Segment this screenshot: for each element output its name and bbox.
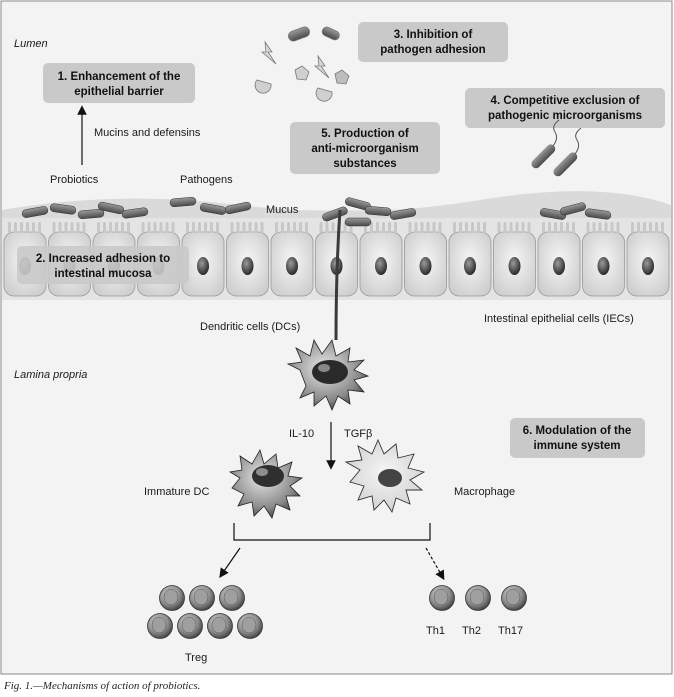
- epithelial-cell: [226, 222, 269, 297]
- box-inhibition-pathogen: 3. Inhibition of pathogen adhesion: [358, 22, 508, 62]
- th1-label: Th1: [426, 625, 445, 637]
- macrophage-label: Macrophage: [454, 486, 515, 498]
- svg-text:5. Production of: 5. Production of: [321, 128, 409, 140]
- t-cell: [177, 613, 203, 639]
- svg-text:pathogen adhesion: pathogen adhesion: [380, 44, 485, 56]
- epithelial-cell: [270, 222, 314, 297]
- bacterium: [97, 201, 125, 215]
- th17-label: Th17: [498, 625, 523, 637]
- il10-label: IL-10: [289, 428, 314, 440]
- svg-text:epithelial barrier: epithelial barrier: [74, 86, 164, 98]
- epithelial-cell: [493, 222, 536, 297]
- svg-text:intestinal mucosa: intestinal mucosa: [54, 268, 152, 280]
- t-cell: [147, 613, 173, 639]
- tgfb-label: TGFβ: [344, 428, 372, 440]
- lamina-propria-label: Lamina propria: [14, 369, 87, 381]
- box-epithelial-barrier: 1. Enhancement of the epithelial barrier: [43, 63, 195, 103]
- treg-label: Treg: [185, 652, 207, 664]
- svg-text:anti-microorganism: anti-microorganism: [311, 143, 418, 155]
- svg-text:3. Inhibition of: 3. Inhibition of: [394, 29, 473, 41]
- dendritic-cell: [286, 338, 370, 412]
- dc-dendrite: [334, 209, 342, 341]
- bacterium: [364, 205, 392, 217]
- epithelial-cell: [359, 222, 403, 297]
- bacterium: [169, 196, 197, 208]
- mucus-label: Mucus: [266, 204, 299, 216]
- epithelial-cell: [582, 222, 625, 297]
- arrow-th: [425, 547, 445, 581]
- flagellated-pathogens: [531, 119, 582, 177]
- t-cell: [465, 585, 491, 611]
- bacterium: [21, 206, 49, 218]
- bacterium: [344, 217, 372, 227]
- immature-dc-label: Immature DC: [144, 486, 209, 498]
- epithelial-cell: [626, 222, 670, 297]
- bacterium: [539, 208, 567, 220]
- lumen-label: Lumen: [14, 38, 48, 50]
- box-production-substances: 5. Production of anti-microorganism subs…: [290, 122, 440, 174]
- svg-text:1. Enhancement of the: 1. Enhancement of the: [58, 71, 181, 83]
- bacterium: [49, 203, 77, 215]
- bacterium: [389, 208, 417, 220]
- dendritic-cells-label: Dendritic cells (DCs): [200, 321, 300, 333]
- probiotics-label: Probiotics: [50, 174, 99, 186]
- epithelial-cell: [181, 222, 225, 297]
- box-competitive-exclusion: 4. Competitive exclusion of pathogenic m…: [465, 88, 665, 128]
- bacterium: [584, 208, 612, 220]
- t-cell: [159, 585, 185, 611]
- arrow-treg: [219, 547, 241, 578]
- figure-caption: Fig. 1.—Mechanisms of action of probioti…: [4, 680, 201, 692]
- immature-dc-cell: [228, 448, 304, 519]
- mucins-label: Mucins and defensins: [94, 127, 201, 139]
- pathogen-particles: [254, 26, 350, 102]
- macrophage-cell: [344, 438, 426, 514]
- svg-text:6. Modulation of the: 6. Modulation of the: [523, 425, 632, 437]
- epithelial-cell: [315, 222, 358, 297]
- th2-label: Th2: [462, 625, 481, 637]
- bacterium: [121, 207, 149, 219]
- t-cell: [189, 585, 215, 611]
- svg-text:substances: substances: [333, 158, 396, 170]
- svg-text:pathogenic microorganisms: pathogenic microorganisms: [488, 110, 642, 122]
- svg-text:4. Competitive exclusion of: 4. Competitive exclusion of: [491, 95, 640, 107]
- svg-text:immune system: immune system: [534, 440, 621, 452]
- t-cell: [237, 613, 263, 639]
- t-cell: [429, 585, 455, 611]
- mucus-layer: [2, 191, 671, 218]
- bacteria-on-mucus: [21, 196, 612, 227]
- pathogens-label: Pathogens: [180, 174, 233, 186]
- svg-text:2. Increased adhesion to: 2. Increased adhesion to: [36, 253, 170, 265]
- bracket: [233, 523, 431, 541]
- bacterium: [560, 202, 586, 216]
- epithelial-cell: [448, 222, 492, 297]
- t-cell: [207, 613, 233, 639]
- epithelial-cell: [404, 222, 447, 297]
- epithelial-cell: [537, 222, 581, 297]
- t-cell: [219, 585, 245, 611]
- box-immune-modulation: 6. Modulation of the immune system: [510, 418, 645, 458]
- t-cells: [147, 585, 527, 639]
- bacterium: [77, 208, 105, 220]
- t-cell: [501, 585, 527, 611]
- bacterium: [224, 201, 252, 215]
- box-increased-adhesion: 2. Increased adhesion to intestinal muco…: [17, 246, 189, 284]
- iecs-label: Intestinal epithelial cells (IECs): [484, 313, 634, 325]
